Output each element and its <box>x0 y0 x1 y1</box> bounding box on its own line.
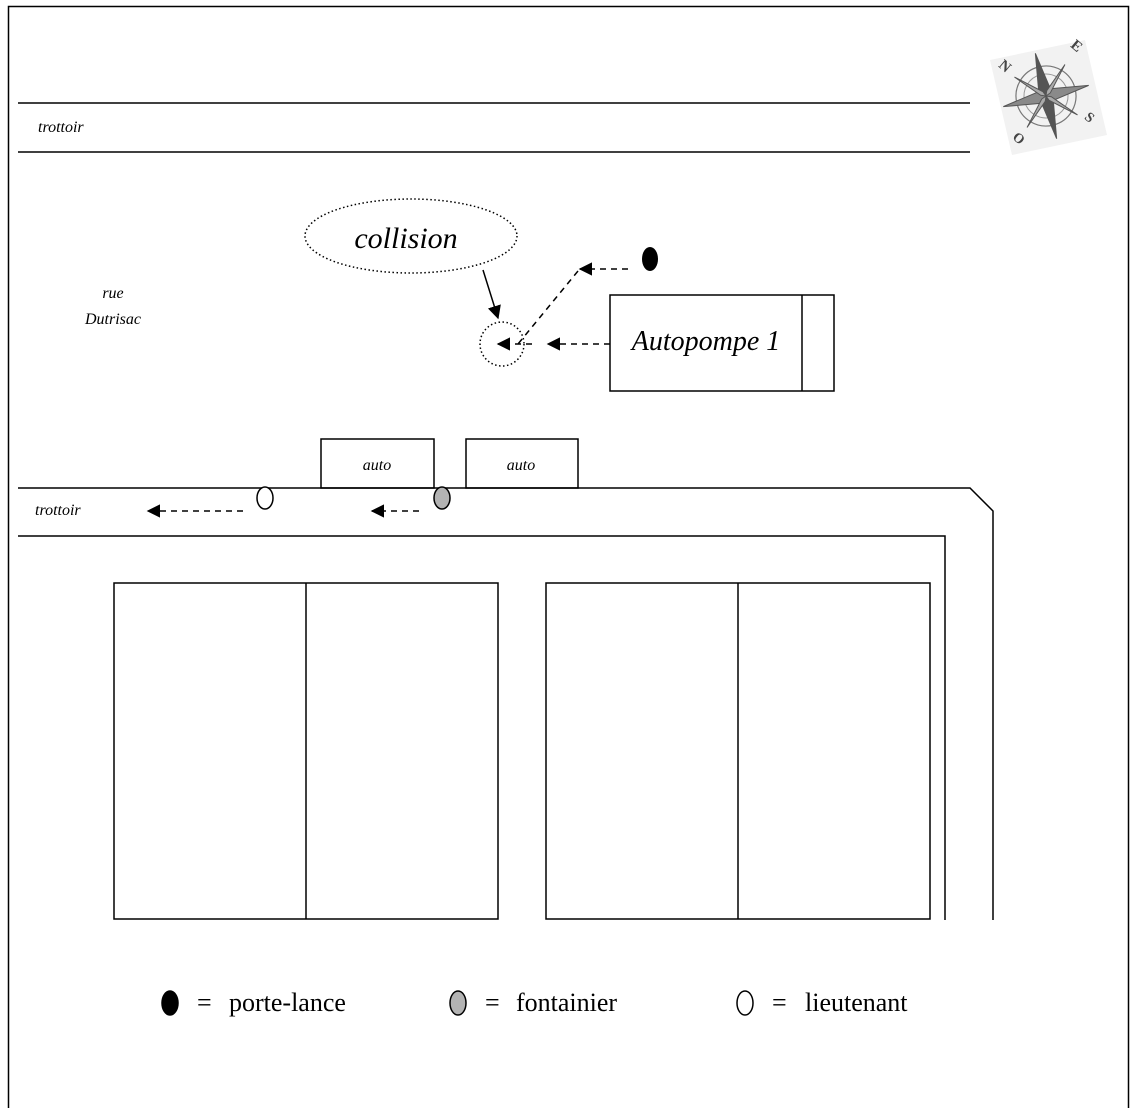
street-name-line2: Dutrisac <box>84 311 141 328</box>
fontainier-marker <box>433 486 451 510</box>
bottom-sidewalk-outer-edge <box>18 487 994 920</box>
collision-label: collision <box>354 222 457 255</box>
parked-car-1 <box>320 438 435 489</box>
porte-lance-path-diagonal <box>517 270 579 345</box>
collision-point <box>479 321 525 367</box>
collision-callout <box>304 198 518 274</box>
legend-lieutenant-label: lieutenant <box>805 988 908 1017</box>
truck-label: Autopompe 1 <box>630 326 781 357</box>
sidewalk-label-bottom: trottoir <box>35 502 81 519</box>
legend-porte-lance-label: porte-lance <box>229 988 346 1017</box>
parked-car-2-label: auto <box>507 457 535 474</box>
porte-lance-marker <box>642 247 658 271</box>
sidewalk-label-top: trottoir <box>38 119 84 136</box>
truck-body <box>609 294 835 392</box>
compass-rose-icon: N E S O <box>990 37 1107 155</box>
legend-lieutenant-eq: = <box>772 988 787 1017</box>
legend-fontainier-label: fontainier <box>516 988 617 1017</box>
bottom-sidewalk-inner-edge <box>18 535 946 920</box>
legend: = porte-lance = fontainier = lieutenant <box>161 988 908 1017</box>
legend-porte-lance-symbol <box>161 990 179 1016</box>
street-name-line1: rue <box>102 285 123 302</box>
parked-car-1-label: auto <box>363 457 391 474</box>
legend-porte-lance-eq: = <box>197 988 212 1017</box>
lieutenant-marker <box>256 486 274 510</box>
parked-car-2 <box>465 438 579 489</box>
legend-fontainier-symbol <box>449 990 467 1016</box>
page-frame <box>7 5 1130 1108</box>
legend-fontainier-eq: = <box>485 988 500 1017</box>
collision-pointer-arrow <box>482 269 501 320</box>
legend-lieutenant-symbol <box>736 990 754 1016</box>
